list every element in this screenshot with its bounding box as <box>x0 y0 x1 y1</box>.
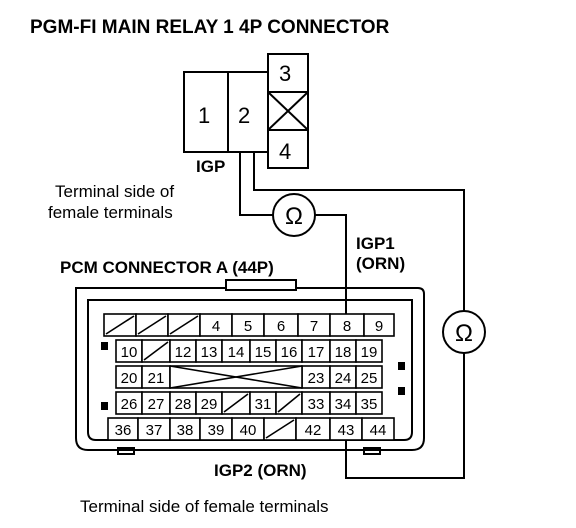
relay-pin4-cell <box>267 129 309 169</box>
pcm-pin-label-24: 24 <box>335 370 352 387</box>
pcm-pin-label-12: 12 <box>175 344 192 361</box>
pcm-pin-label-18: 18 <box>335 344 352 361</box>
pcm-key-right <box>363 447 381 455</box>
pcm-pin-blank-slash <box>105 315 135 335</box>
pcm-pin-label-28: 28 <box>175 396 192 413</box>
pcm-pin-label-21: 21 <box>148 370 165 387</box>
pcm-inner-shell <box>87 299 413 441</box>
pcm-pin-label-7: 7 <box>310 318 318 335</box>
pcm-pin-label-40: 40 <box>240 422 257 439</box>
pcm-lock-tab-1 <box>101 342 108 350</box>
lead-meter1-to-pin8 <box>315 214 347 316</box>
ohmmeter-2: Ω <box>442 310 486 354</box>
igp1-label-line2: (ORN) <box>356 254 405 273</box>
ohmmeter-1: Ω <box>272 193 316 237</box>
pcm-pin-44 <box>361 417 395 441</box>
pcm-pin-19 <box>355 339 383 363</box>
pcm-pin-label-39: 39 <box>208 422 225 439</box>
pcm-pin-label-9: 9 <box>375 318 383 335</box>
pcm-pin-label-36: 36 <box>115 422 132 439</box>
pcm-pin-blank-slash <box>137 315 167 335</box>
pcm-pin-label-42: 42 <box>305 422 322 439</box>
pcm-connector-title: PCM CONNECTOR A (44P) <box>60 258 274 277</box>
pcm-pin-label-16: 16 <box>281 344 298 361</box>
pcm-pin-label-15: 15 <box>255 344 272 361</box>
pcm-pin-label-29: 29 <box>201 396 218 413</box>
igp-label: IGP <box>196 157 225 176</box>
pcm-blank-block-cross-b <box>169 365 303 389</box>
diagram-title: PGM-FI MAIN RELAY 1 4P CONNECTOR <box>30 17 390 38</box>
relay-terminal-note-2: female terminals <box>48 203 173 222</box>
lead-igp-to-meter1 <box>239 152 273 216</box>
pcm-lock-tab-2 <box>101 402 108 410</box>
pcm-pin-35 <box>355 391 383 415</box>
pcm-pin-label-34: 34 <box>335 396 352 413</box>
test-leads <box>239 152 465 479</box>
pcm-pin-label-19: 19 <box>361 344 378 361</box>
relay-connector <box>183 53 309 169</box>
pcm-pin-label-44: 44 <box>370 422 387 439</box>
pcm-outer-shell <box>75 279 425 451</box>
pcm-pin-label-27: 27 <box>148 396 165 413</box>
pcm-pin-label-17: 17 <box>308 344 325 361</box>
pcm-pin-label-31: 31 <box>255 396 272 413</box>
pcm-pin-blank-slash <box>265 419 295 439</box>
pcm-pin-label-8: 8 <box>343 318 351 335</box>
pcm-pin-25 <box>355 365 383 389</box>
pcm-lock-tab-3 <box>398 362 405 370</box>
pcm-pin-label-20: 20 <box>121 370 138 387</box>
relay-terminal-note-1: Terminal side of <box>55 182 174 201</box>
pcm-pin-blank-slash <box>223 393 249 413</box>
igp2-label: IGP2 (ORN) <box>214 461 307 480</box>
lead-igp-to-meter2 <box>253 152 465 312</box>
pcm-terminal-note: Terminal side of female terminals <box>80 497 328 516</box>
pcm-pin-blank-slash <box>169 315 199 335</box>
pcm-pin-label-5: 5 <box>244 318 252 335</box>
pcm-pin-label-4: 4 <box>212 318 220 335</box>
pcm-pin-grid: 4 5 6 7 8 9 10 12 13 14 15 16 17 18 19 20 21 23 24 25 26 27 28… <box>103 313 395 441</box>
pcm-pin-label-10: 10 <box>121 344 138 361</box>
pcm-pin-blank-slash <box>277 393 301 413</box>
pcm-pin-label-25: 25 <box>361 370 378 387</box>
pcm-latch <box>225 279 297 291</box>
pcm-pin-label-33: 33 <box>308 396 325 413</box>
pcm-pin-label-35: 35 <box>361 396 378 413</box>
ohm-symbol-2: Ω <box>455 320 473 347</box>
relay-pin2-label: 2 <box>238 103 250 128</box>
relay-pin1-label: 1 <box>198 103 210 128</box>
pcm-pin-label-38: 38 <box>177 422 194 439</box>
pcm-pin-label-13: 13 <box>201 344 218 361</box>
pcm-pin-label-14: 14 <box>228 344 245 361</box>
pcm-pin-label-26: 26 <box>121 396 138 413</box>
pcm-pin-9 <box>363 313 395 337</box>
pcm-pin-label-37: 37 <box>146 422 163 439</box>
igp1-label-line1: IGP1 <box>356 234 395 253</box>
pcm-pin-blank-slash <box>143 341 169 361</box>
pcm-pin-label-6: 6 <box>277 318 285 335</box>
relay-pin4-label: 4 <box>279 139 291 164</box>
pcm-connector-housing <box>75 279 425 455</box>
lead-meter2-to-pin43 <box>345 352 465 479</box>
ohm-symbol-1: Ω <box>285 203 303 230</box>
pcm-pin-label-23: 23 <box>308 370 325 387</box>
pcm-key-left <box>117 447 135 455</box>
pcm-lock-tab-4 <box>398 387 405 395</box>
pcm-pin-label-43: 43 <box>338 422 355 439</box>
relay-pin3-label: 3 <box>279 61 291 86</box>
